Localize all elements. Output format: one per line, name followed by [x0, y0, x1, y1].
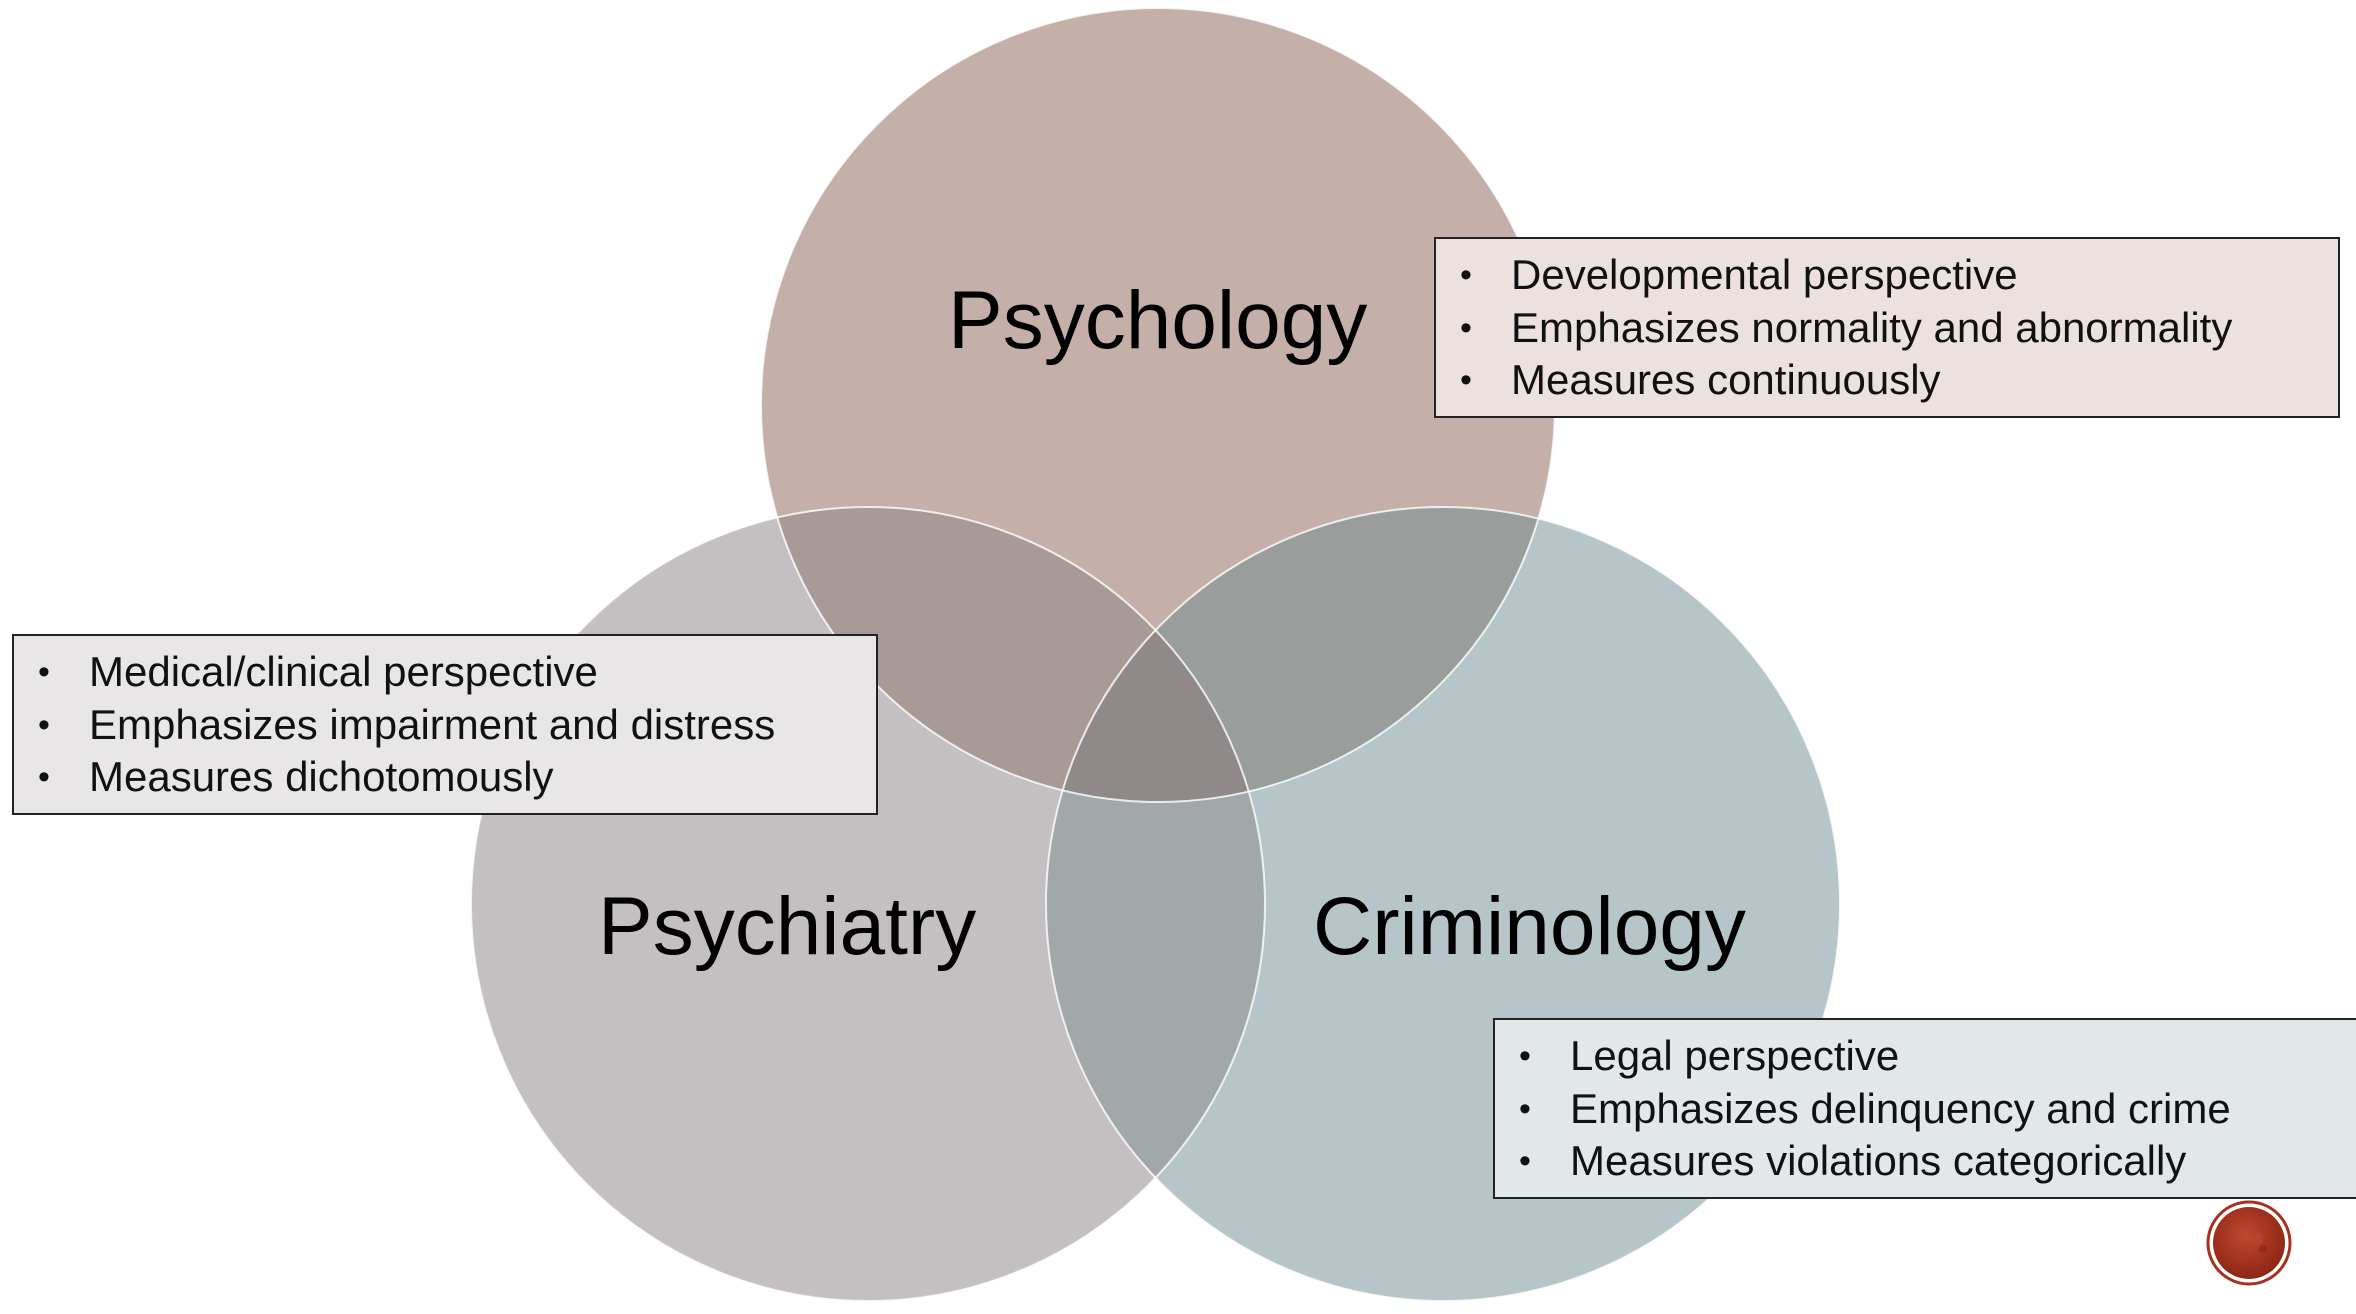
bullet-icon: • [1519, 1142, 1531, 1180]
red-circle-badge-icon [2206, 1200, 2292, 1286]
overlap-psychology-criminology [1046, 507, 1555, 802]
bullet-icon: • [38, 705, 50, 744]
list-item-text: Medical/clinical perspective [89, 648, 598, 695]
bullet-icon: • [1460, 308, 1472, 347]
psychiatry-label: Psychiatry [598, 881, 977, 972]
list-item: • Measures dichotomously [32, 751, 858, 804]
overlap-psychology-psychiatry [761, 507, 1265, 802]
list-item: • Developmental perspective [1454, 249, 2320, 302]
bullet-icon: • [1519, 1089, 1531, 1128]
psychology-label: Psychology [948, 275, 1368, 366]
list-item-text: Measures continuously [1511, 356, 1941, 403]
list-item: • Medical/clinical perspective [32, 646, 858, 699]
criminology-notes-list: • Legal perspective • Emphasizes delinquen… [1513, 1030, 2341, 1188]
bullet-icon: • [1460, 256, 1472, 294]
criminology-label: Criminology [1313, 881, 1746, 972]
psychology-notes-list: • Developmental perspective • Emphasizes n… [1454, 249, 2320, 407]
criminology-notes: • Legal perspective • Emphasizes delinquen… [1493, 1018, 2356, 1199]
psychology-notes: • Developmental perspective • Emphasizes n… [1434, 237, 2340, 418]
list-item: • Emphasizes impairment and distress [32, 699, 858, 752]
list-item: • Legal perspective [1513, 1030, 2341, 1083]
psychiatry-notes-list: • Medical/clinical perspective • Emphasize… [32, 646, 858, 804]
list-item-text: Emphasizes normality and abnormality [1511, 303, 2233, 351]
list-item: • Measures violations categorically [1513, 1135, 2341, 1188]
bullet-icon: • [1519, 1037, 1531, 1075]
psychiatry-notes: • Medical/clinical perspective • Emphasize… [12, 634, 878, 815]
list-item-text: Developmental perspective [1511, 251, 2018, 298]
list-item-text: Legal perspective [1570, 1032, 1900, 1079]
list-item-text: Emphasizes delinquency and crime [1570, 1084, 2231, 1132]
bullet-icon: • [1460, 361, 1472, 399]
list-item-text: Emphasizes impairment and distress [89, 700, 776, 748]
list-item-text: Measures violations categorically [1570, 1137, 2187, 1184]
list-item: • Emphasizes normality and abnormality [1454, 302, 2320, 355]
list-item-text: Measures dichotomously [89, 753, 554, 800]
list-item: • Measures continuously [1454, 354, 2320, 407]
list-item: • Emphasizes delinquency and crime [1513, 1083, 2341, 1136]
bullet-icon: • [38, 653, 50, 691]
bullet-icon: • [38, 758, 50, 796]
